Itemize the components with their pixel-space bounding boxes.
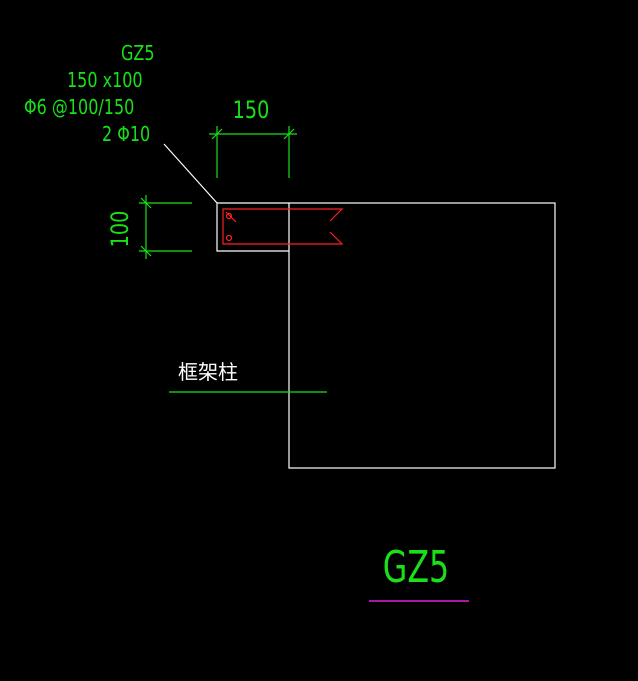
stirrup-rebar (222, 208, 344, 245)
dimension-height (139, 195, 192, 259)
dimension-width (209, 126, 297, 178)
dimension-height-label: 100 (107, 211, 135, 248)
drawing-title: GZ5 (383, 542, 449, 594)
frame-column-outline (288, 202, 556, 469)
rebar-dot-top (225, 212, 233, 220)
gz5-column-outline (216, 202, 289, 252)
rebar-dot-bottom (225, 234, 233, 242)
callout-leader-line (163, 143, 218, 204)
callout-name: GZ5 (121, 42, 155, 65)
callout-rebar: 2 Φ10 (102, 123, 150, 146)
dimension-width-label: 150 (233, 97, 270, 125)
callout-stirrup: Φ6 @100/150 (24, 96, 134, 119)
callout-block: GZ5 150 x100 Φ6 @100/150 2 Φ10 (24, 42, 155, 146)
frame-column-label: 框架柱 (178, 360, 238, 384)
callout-size: 150 x100 (67, 69, 143, 92)
